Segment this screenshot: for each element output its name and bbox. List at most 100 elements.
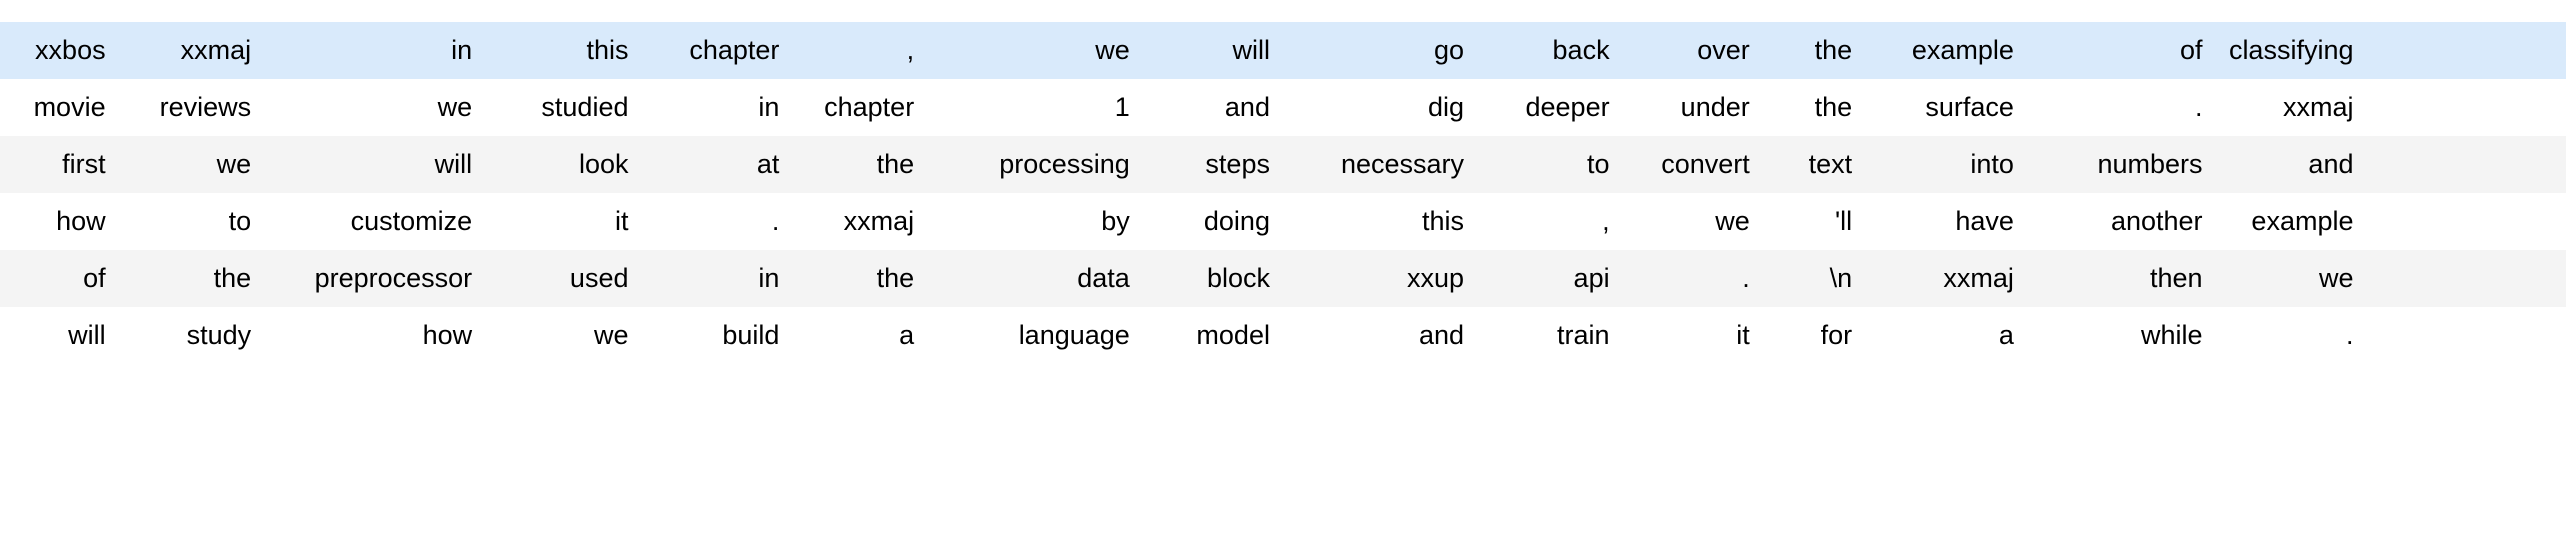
token-cell: to [118, 193, 265, 251]
token-cell: classifying [2215, 22, 2367, 80]
token-cell: block [1142, 250, 1283, 308]
token-cell: the [1762, 79, 1866, 137]
token-cell: used [485, 250, 642, 308]
token-cell: in [641, 79, 793, 137]
token-cell: . [641, 193, 793, 251]
token-cell: model [1142, 307, 1283, 365]
token-cell: and [1142, 79, 1283, 137]
token-cell: of [2026, 22, 2216, 80]
token-cell: go [1282, 22, 1478, 80]
token-cell: another [2026, 193, 2216, 251]
token-cell [2366, 22, 2566, 80]
token-cell: over [1622, 22, 1763, 80]
token-cell: dig [1282, 79, 1478, 137]
token-cell: . [1622, 250, 1763, 308]
token-cell: data [927, 250, 1143, 308]
token-cell: 1 [927, 79, 1143, 137]
token-cell: of [0, 250, 119, 308]
token-cell: we [485, 307, 642, 365]
token-cell: xxbos [0, 22, 119, 80]
token-cell: . [2215, 307, 2367, 365]
token-cell: convert [1622, 136, 1763, 194]
token-cell: chapter [641, 22, 793, 80]
token-cell: necessary [1282, 136, 1478, 194]
token-cell: look [485, 136, 642, 194]
token-cell: preprocessor [264, 250, 486, 308]
token-cell: example [1865, 22, 2027, 80]
token-cell [2366, 136, 2566, 194]
token-cell: we [1622, 193, 1763, 251]
token-cell: xxmaj [1865, 250, 2027, 308]
token-cell: xxup [1282, 250, 1478, 308]
token-cell: train [1477, 307, 1623, 365]
token-cell: we [927, 22, 1143, 80]
token-cell: for [1762, 307, 1866, 365]
token-cell: customize [264, 193, 486, 251]
token-cell: the [1762, 22, 1866, 80]
token-cell [2366, 193, 2566, 251]
token-cell: by [927, 193, 1143, 251]
token-cell: how [0, 193, 119, 251]
token-cell: xxmaj [792, 193, 928, 251]
token-cell: a [1865, 307, 2027, 365]
token-cell: into [1865, 136, 2027, 194]
token-cell: and [2215, 136, 2367, 194]
token-cell: language [927, 307, 1143, 365]
token-cell: doing [1142, 193, 1283, 251]
token-cell: study [118, 307, 265, 365]
token-cell: this [485, 22, 642, 80]
token-cell: xxmaj [2215, 79, 2367, 137]
token-cell: , [792, 22, 928, 80]
token-cell: will [1142, 22, 1283, 80]
token-cell: text [1762, 136, 1866, 194]
token-cell: then [2026, 250, 2216, 308]
token-cell: . [2026, 79, 2216, 137]
token-cell [2366, 307, 2566, 365]
token-cell: will [264, 136, 486, 194]
token-cell: studied [485, 79, 642, 137]
token-cell: in [264, 22, 486, 80]
token-cell: steps [1142, 136, 1283, 194]
token-cell: to [1477, 136, 1623, 194]
token-cell: api [1477, 250, 1623, 308]
token-cell: the [118, 250, 265, 308]
token-cell: under [1622, 79, 1763, 137]
token-cell: xxmaj [118, 22, 265, 80]
token-cell: numbers [2026, 136, 2216, 194]
token-cell: the [792, 250, 928, 308]
token-cell: deeper [1477, 79, 1623, 137]
token-cell: \n [1762, 250, 1866, 308]
token-cell: this [1282, 193, 1478, 251]
token-cell: a [792, 307, 928, 365]
token-cell: it [1622, 307, 1763, 365]
token-cell: at [641, 136, 793, 194]
token-cell: surface [1865, 79, 2027, 137]
token-cell: will [0, 307, 119, 365]
token-cell: chapter [792, 79, 928, 137]
token-cell: movie [0, 79, 119, 137]
token-cell: reviews [118, 79, 265, 137]
token-cell: have [1865, 193, 2027, 251]
token-cell: we [264, 79, 486, 137]
token-cell: it [485, 193, 642, 251]
token-cell: , [1477, 193, 1623, 251]
token-cell: the [792, 136, 928, 194]
token-cell: while [2026, 307, 2216, 365]
token-cell: first [0, 136, 119, 194]
token-cell: we [118, 136, 265, 194]
token-cell: processing [927, 136, 1143, 194]
token-cell: we [2215, 250, 2367, 308]
token-cell: how [264, 307, 486, 365]
token-cell: back [1477, 22, 1623, 80]
token-cell: build [641, 307, 793, 365]
token-cell [2366, 250, 2566, 308]
